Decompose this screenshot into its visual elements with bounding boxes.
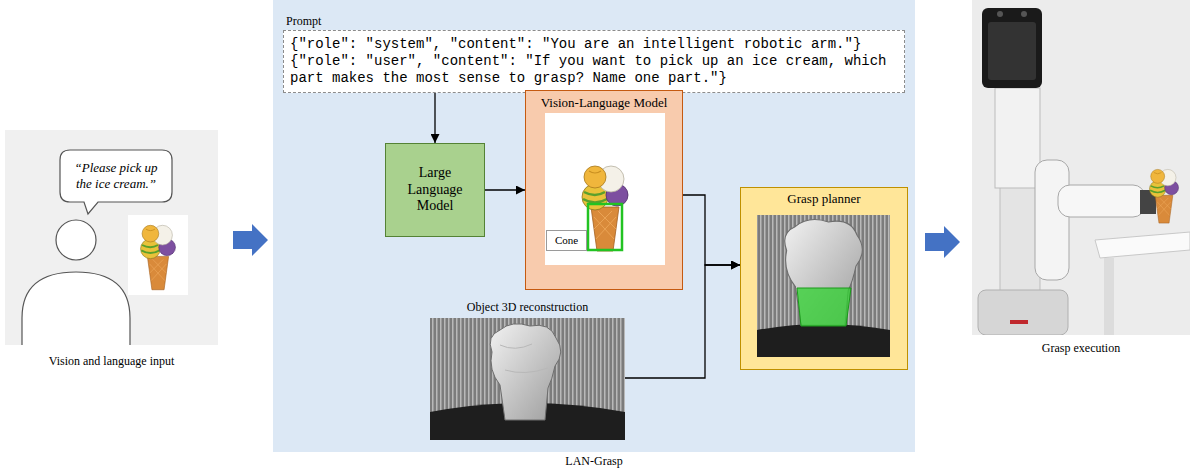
panel-caption: Vision and language input <box>49 354 175 368</box>
image-caption: Grasp execution <box>1042 341 1120 355</box>
vlm-box: Vision-Language ModelCone <box>525 90 683 290</box>
panel-caption: LAN-Grasp <box>565 454 622 468</box>
reconstruction-image: Object 3D reconstruction <box>430 318 625 440</box>
part-label: Cone <box>548 234 585 247</box>
input-panel: Vision and language input“Please pick up… <box>5 130 218 345</box>
grasp-planner-box: Grasp planner <box>740 187 908 370</box>
vlm-image <box>545 113 665 265</box>
grasp-planner-render <box>757 215 890 357</box>
part-label-box: Cone <box>546 230 587 251</box>
pipeline-panel: LAN-GraspPrompt{"role": "system", "conte… <box>273 0 915 452</box>
person-icon <box>22 220 130 345</box>
robot-photo: Grasp execution <box>972 0 1190 335</box>
image-caption: Object 3D reconstruction <box>467 300 588 314</box>
bubble-shape <box>60 150 172 214</box>
ice-cream-thumbnail <box>128 215 188 295</box>
box-title: Vision-Language Model <box>530 95 678 111</box>
llm-box: Large Language Model <box>385 143 485 237</box>
prompt-text: {"role": "user", "content": "If you want… <box>290 53 898 87</box>
prompt-text: Prompt <box>286 14 321 28</box>
box-title: Large Language Model <box>390 165 480 215</box>
flow-arrow <box>683 195 740 265</box>
flow-arrow <box>485 189 525 190</box>
block-arrow <box>233 224 268 256</box>
robot-photo-drawing <box>972 0 1190 335</box>
flow-arrow <box>434 93 435 143</box>
speech-text: “Please pick up the ice cream.” <box>66 160 166 191</box>
prompt-text: {"role": "system", "content": "You are a… <box>290 36 898 53</box>
box-title: Grasp planner <box>744 191 904 207</box>
flow-arrow <box>625 265 740 378</box>
reconstruction-render <box>430 318 625 440</box>
block-arrow <box>925 226 960 258</box>
prompt-box: Prompt{"role": "system", "content": "You… <box>283 30 905 93</box>
speech-bubble: “Please pick up the ice cream.” <box>60 150 172 202</box>
